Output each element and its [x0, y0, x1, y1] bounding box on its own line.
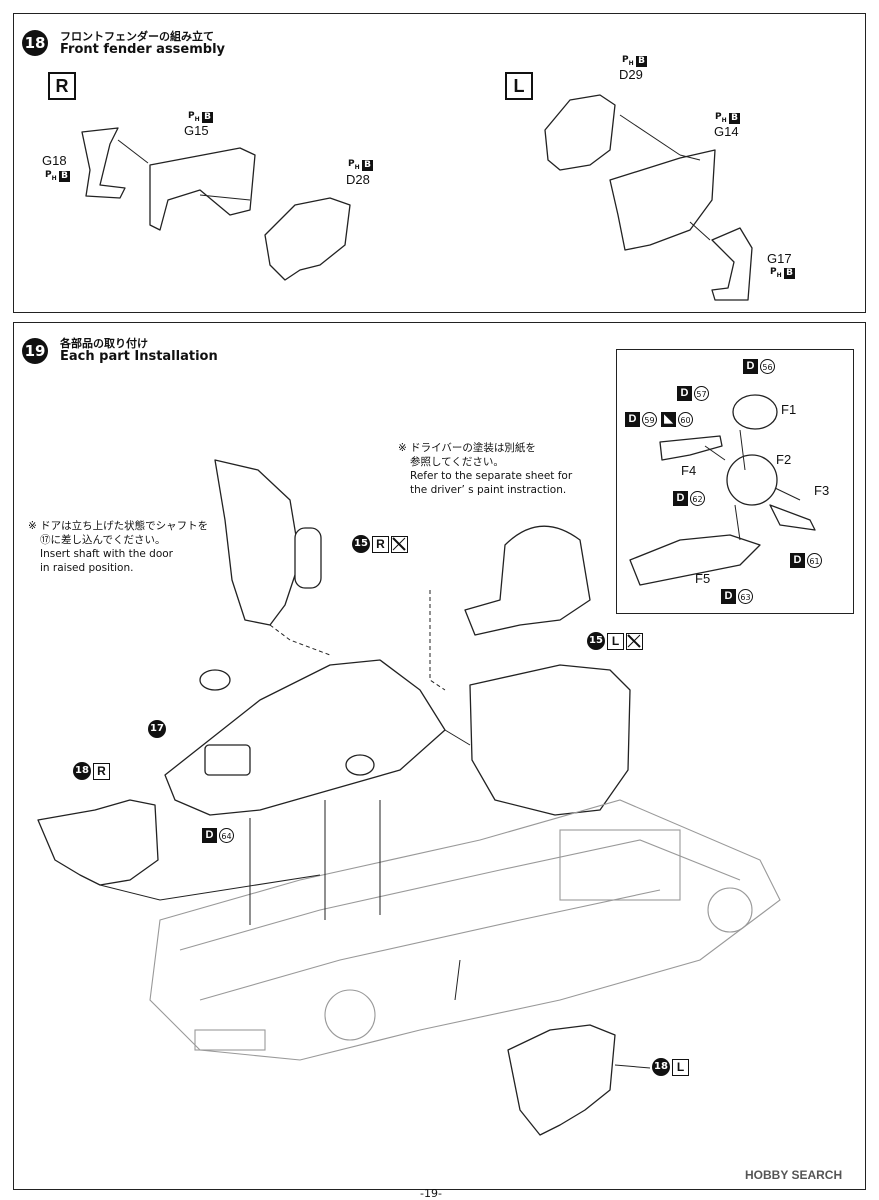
callout-15-r: 15 R [352, 535, 408, 553]
driver-note-en1: Refer to the separate sheet for [410, 470, 573, 482]
step-18-number: 18 [22, 30, 48, 56]
door-note: ※ ドアは立ち上げた状態でシャフトを ⑰に差し込んでください。 Insert s… [28, 519, 208, 575]
door-note-jp1: ※ ドアは立ち上げた状態でシャフトを [28, 520, 209, 532]
driver-note-en2: the driver’ s paint instraction. [410, 484, 567, 496]
material-tag-g18: PH [45, 170, 57, 182]
flat-black-icon: ◣ [661, 412, 676, 427]
driver-note-jp1: ※ ドライバーの塗装は別紙を [398, 442, 536, 454]
watermark: HOBBY SEARCH [745, 1168, 843, 1182]
part-tag-d63-letter: D [721, 589, 736, 604]
callout-18-r: 18 R [73, 762, 110, 780]
material-tag-g14: PH [715, 112, 727, 124]
driver-note-jp2: 参照してください。 [410, 456, 504, 468]
part-tag-d59-letter: D [625, 412, 640, 427]
part-tag-d63-num: 63 [738, 589, 753, 604]
part-tag-d56-num: 56 [760, 359, 775, 374]
material-b-g18: B [59, 171, 70, 182]
material-tag-g15: PH [188, 111, 200, 123]
door-note-en1: Insert shaft with the door [40, 548, 173, 560]
callout-17: 17 [148, 720, 166, 738]
part-label-f2: F2 [776, 452, 792, 467]
step-19-number: 19 [22, 338, 48, 364]
callout-17-num: 17 [148, 720, 166, 738]
callout-15-l-side: L [607, 632, 624, 650]
part-label-d29: D29 [619, 67, 643, 82]
step-18-title-en: Front fender assembly [60, 42, 226, 57]
material-b-g17: B [784, 268, 795, 279]
callout-18-l-num: 18 [652, 1058, 670, 1076]
part-label-f4: F4 [681, 463, 697, 478]
material-b-d29: B [636, 56, 647, 67]
callout-15-l: 15 L [587, 632, 643, 650]
material-b-g15: B [202, 112, 213, 123]
part-tag-d63: D 63 [721, 589, 753, 604]
part-label-g15: G15 [184, 123, 209, 138]
part-tag-d56-letter: D [743, 359, 758, 374]
callout-18-l: 18 L [652, 1058, 689, 1076]
part-label-f3: F3 [814, 483, 830, 498]
material-tag-d28: PH [348, 159, 360, 171]
material-tag-d29: PH [622, 55, 634, 67]
step-18-title-jp: フロントフェンダーの組み立て [60, 30, 214, 43]
material-b-g14: B [729, 113, 740, 124]
callout-18-r-side: R [93, 762, 110, 780]
material-tag-g17: PH [770, 267, 782, 279]
part-tag-d64-letter: D [202, 828, 217, 843]
part-tag-d61-letter: D [790, 553, 805, 568]
page-number: -19- [420, 1187, 442, 1200]
part-label-g18: G18 [42, 153, 67, 168]
door-note-jp2: ⑰に差し込んでください。 [40, 534, 166, 546]
step-19-panel [13, 322, 866, 1190]
side-l-box: L [505, 72, 533, 100]
part-tag-d60-num: 60 [678, 412, 693, 427]
part-tag-d62: D 62 [673, 491, 705, 506]
callout-18-l-side: L [672, 1058, 689, 1076]
part-tag-d64-num: 64 [219, 828, 234, 843]
step-18-panel [13, 13, 866, 313]
callout-18-r-num: 18 [73, 762, 91, 780]
part-label-d28: D28 [346, 172, 370, 187]
part-tag-d62-letter: D [673, 491, 688, 506]
side-r-box: R [48, 72, 76, 100]
part-tag-d57-num: 57 [694, 386, 709, 401]
part-tag-d62-num: 62 [690, 491, 705, 506]
part-tag-d56: D 56 [743, 359, 775, 374]
no-glue-icon [626, 632, 643, 650]
callout-15-r-num: 15 [352, 535, 370, 553]
part-tag-d61: D 61 [790, 553, 822, 568]
part-tag-d57: D 57 [677, 386, 709, 401]
step-19-title-en: Each part Installation [60, 349, 218, 364]
part-tag-d57-letter: D [677, 386, 692, 401]
door-note-en2: in raised position. [40, 562, 134, 574]
step-19-title-jp: 各部品の取り付け [60, 337, 148, 350]
no-glue-icon [391, 535, 408, 553]
driver-note: ※ ドライバーの塗装は別紙を 参照してください。 Refer to the se… [398, 441, 572, 497]
part-label-f1: F1 [781, 402, 797, 417]
part-label-f5: F5 [695, 571, 711, 586]
part-tag-d64: D 64 [202, 828, 234, 843]
callout-15-r-side: R [372, 535, 389, 553]
part-label-g17: G17 [767, 251, 792, 266]
part-tag-d59: D 59 ◣ 60 [625, 412, 693, 427]
driver-inset-box [616, 349, 854, 614]
material-b-d28: B [362, 160, 373, 171]
part-label-g14: G14 [714, 124, 739, 139]
part-tag-d59-num: 59 [642, 412, 657, 427]
part-tag-d61-num: 61 [807, 553, 822, 568]
callout-15-l-num: 15 [587, 632, 605, 650]
